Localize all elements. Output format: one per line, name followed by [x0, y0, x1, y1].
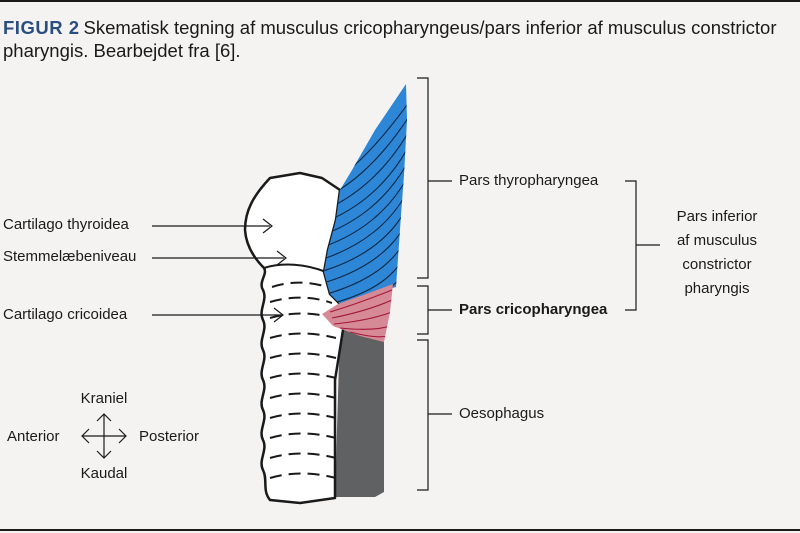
bottom-rule	[0, 529, 800, 531]
figure-label: FIGUR 2	[3, 17, 80, 38]
thyroid-border	[263, 263, 327, 273]
label-pars-thyropharyngea: Pars thyropharyngea	[459, 172, 599, 189]
orientation-anterior: Anterior	[7, 428, 60, 445]
orientation-kaudal: Kaudal	[80, 465, 128, 482]
oesophagus-shape	[335, 328, 384, 497]
label-oesophagus: Oesophagus	[459, 405, 545, 422]
label-cartilago-cricoidea: Cartilago cricoidea	[3, 306, 128, 323]
label-stemmelaebeniveau: Stemmelæbeniveau	[3, 248, 137, 265]
top-rule	[0, 0, 800, 2]
group-line-4: pharyngis	[684, 280, 750, 297]
figure-caption-text: Skematisk tegning af musculus cricophary…	[3, 17, 777, 61]
group-line-2: af musculus	[676, 232, 758, 249]
orientation-kraniel: Kraniel	[80, 390, 128, 407]
orientation-cross	[81, 413, 127, 459]
label-pars-inferior-group: Pars inferior af musculus constrictor ph…	[664, 205, 770, 301]
cricopharyngea-fibers	[329, 289, 393, 338]
group-line-1: Pars inferior	[676, 208, 758, 225]
left-pointers	[152, 218, 287, 323]
right-brackets	[417, 77, 660, 491]
orientation-posterior: Posterior	[139, 428, 200, 445]
label-cartilago-thyroidea: Cartilago thyroidea	[3, 216, 129, 233]
group-line-3: constrictor	[682, 256, 752, 273]
label-pars-cricopharyngea: Pars cricopharyngea	[459, 301, 608, 318]
cartilage-outline	[243, 171, 345, 505]
cricopharyngea-muscle	[322, 284, 393, 342]
